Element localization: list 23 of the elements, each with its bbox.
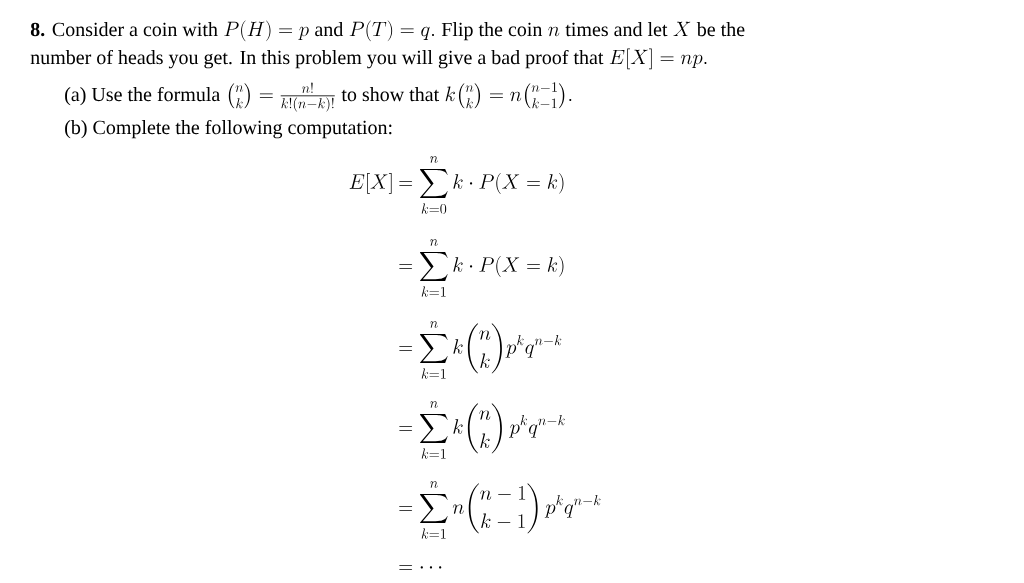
equation-line: $= \sum_{k=1}^{n} k \binom{n}{k} p^k q^{n-k}$ [399,321,562,379]
problem-text: to show that [341,87,440,102]
problem-text: (a) Use the formula [65,86,220,106]
problem-text: be the [696,22,745,37]
problem-text: (b) Complete the following computation: [65,119,392,139]
math-formula: $P(T) = q.$ [349,20,434,42]
problem-text: number of heads you get. In this problem you will give a bad proof that [30,49,604,69]
math-formula: $k\tbinom{n}{k} = n\tbinom{n-1}{k-1}.$ [445,82,572,109]
equation-line: $= \sum_{k=1}^{n} n \binom{n-1}{k-1}\, p^k q^{n-k}$ [399,481,601,539]
problem-text: Flip the coin [441,22,543,41]
math-formula: $E[X]$ [349,173,392,194]
equation-line: $= \sum_{k=1}^{n} k \cdot P(X = k)$ [399,239,564,297]
problem-text: 8. Consider a coin with [30,22,218,37]
math-formula: $P(H) = p$ [224,20,309,42]
problem-text: and [315,22,344,37]
math-formula: $X$ [673,21,691,36]
equation-line: $= \sum_{k=1}^{n} k \binom{n}{k}\, p^k q^{n-k}$ [399,401,565,459]
math-formula: $E[X] = np.$ [609,48,707,70]
math-formula: $n$ [548,26,560,37]
problem-text: times and let [565,22,668,37]
equation-line: $= \cdots$ [399,565,442,570]
equation-line: $= \sum_{k=0}^{n} k \cdot P(X = k)$ [399,156,564,214]
math-formula: $\tbinom{n}{k} = \tfrac{n!}{k!(n-k)!}$ [228,82,335,112]
